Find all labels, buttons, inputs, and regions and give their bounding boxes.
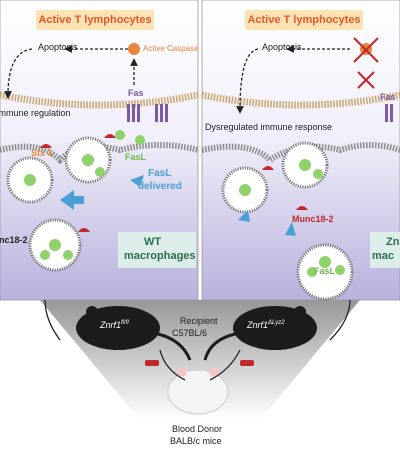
t-cell-membrane-left bbox=[0, 91, 199, 109]
active-caspase-icon bbox=[128, 43, 140, 55]
active-caspase-label: Active Caspase bbox=[143, 44, 199, 53]
mouse-left-genotype-text: Znrf1 bbox=[100, 320, 122, 330]
fasl-delivered-line2: delivered bbox=[138, 181, 182, 192]
fasl-cluster-right bbox=[239, 159, 345, 277]
fas-receptor-icon bbox=[127, 104, 168, 122]
recipient-label-line1: Recipient bbox=[180, 316, 218, 326]
munc18-2-icon-left bbox=[40, 134, 116, 232]
mouse-right-genotype-sup: ΔLyz2 bbox=[268, 320, 285, 326]
znrf1-macrophage-label-box bbox=[370, 232, 400, 268]
znrf1-macrophages-line2: mac bbox=[372, 250, 395, 262]
fas-receptor-icon-right bbox=[385, 104, 393, 122]
t-cell-membrane-right bbox=[201, 91, 400, 109]
fasl-cluster-left bbox=[24, 130, 145, 260]
right-panel-header: Active T lymphocytes bbox=[245, 10, 363, 30]
blood-donor-mouse bbox=[167, 367, 229, 415]
connector-arrows bbox=[44, 299, 351, 381]
mouse-left-genotype: Znrf1fl/fl bbox=[100, 320, 129, 330]
immune-regulation-label: Immune regulation bbox=[0, 108, 71, 118]
transport-arrow-left bbox=[60, 175, 144, 210]
left-panel-header: Active T lymphocytes bbox=[36, 10, 154, 30]
blocked-cross-icon bbox=[353, 37, 379, 89]
stx3-label: Stx 3 bbox=[31, 148, 53, 158]
transport-arrow-right bbox=[238, 210, 296, 236]
munc18-2-label-right: Munc18-2 bbox=[292, 214, 334, 224]
fasl-label-left: FasL bbox=[125, 152, 147, 162]
apoptosis-label-right: Apoptosis bbox=[262, 42, 302, 52]
wt-macrophages-line1: WT bbox=[144, 236, 162, 248]
mouse-left-genotype-sup: fl/fl bbox=[121, 320, 129, 326]
mouse-right-genotype-text: Znrf1 bbox=[247, 320, 269, 330]
wt-macrophage-label-box bbox=[118, 232, 196, 268]
fasl-label-right: FasL bbox=[314, 266, 336, 276]
apoptosis-label-left: Apoptosis bbox=[38, 42, 78, 52]
mouse-right-genotype: Znrf1ΔLyz2 bbox=[247, 320, 285, 330]
fas-label-left: Fas bbox=[128, 88, 144, 98]
fasl-delivered-line1: FasL bbox=[148, 168, 172, 179]
munc18-2-label-left: Munc18-2 bbox=[0, 235, 28, 245]
recipient-mouse-left bbox=[76, 306, 192, 361]
right-panel bbox=[201, 0, 400, 301]
left-panel bbox=[0, 0, 199, 301]
recipient-mouse-right bbox=[203, 306, 317, 361]
munc18-2-icon-right bbox=[262, 166, 308, 210]
recipient-label-line2: C57BL/6 bbox=[172, 328, 208, 338]
znrf1-macrophages-line1: Zn bbox=[386, 236, 400, 248]
donor-label-line2: BALB/c mice bbox=[170, 436, 222, 446]
blood-tube-icon bbox=[145, 360, 254, 366]
dysregulated-label: Dysregulated immune response bbox=[205, 122, 333, 132]
donor-label-line1: Blood Donor bbox=[172, 424, 223, 434]
fas-label-right: Fas bbox=[380, 92, 396, 102]
wt-macrophages-line2: macrophages bbox=[124, 250, 196, 262]
